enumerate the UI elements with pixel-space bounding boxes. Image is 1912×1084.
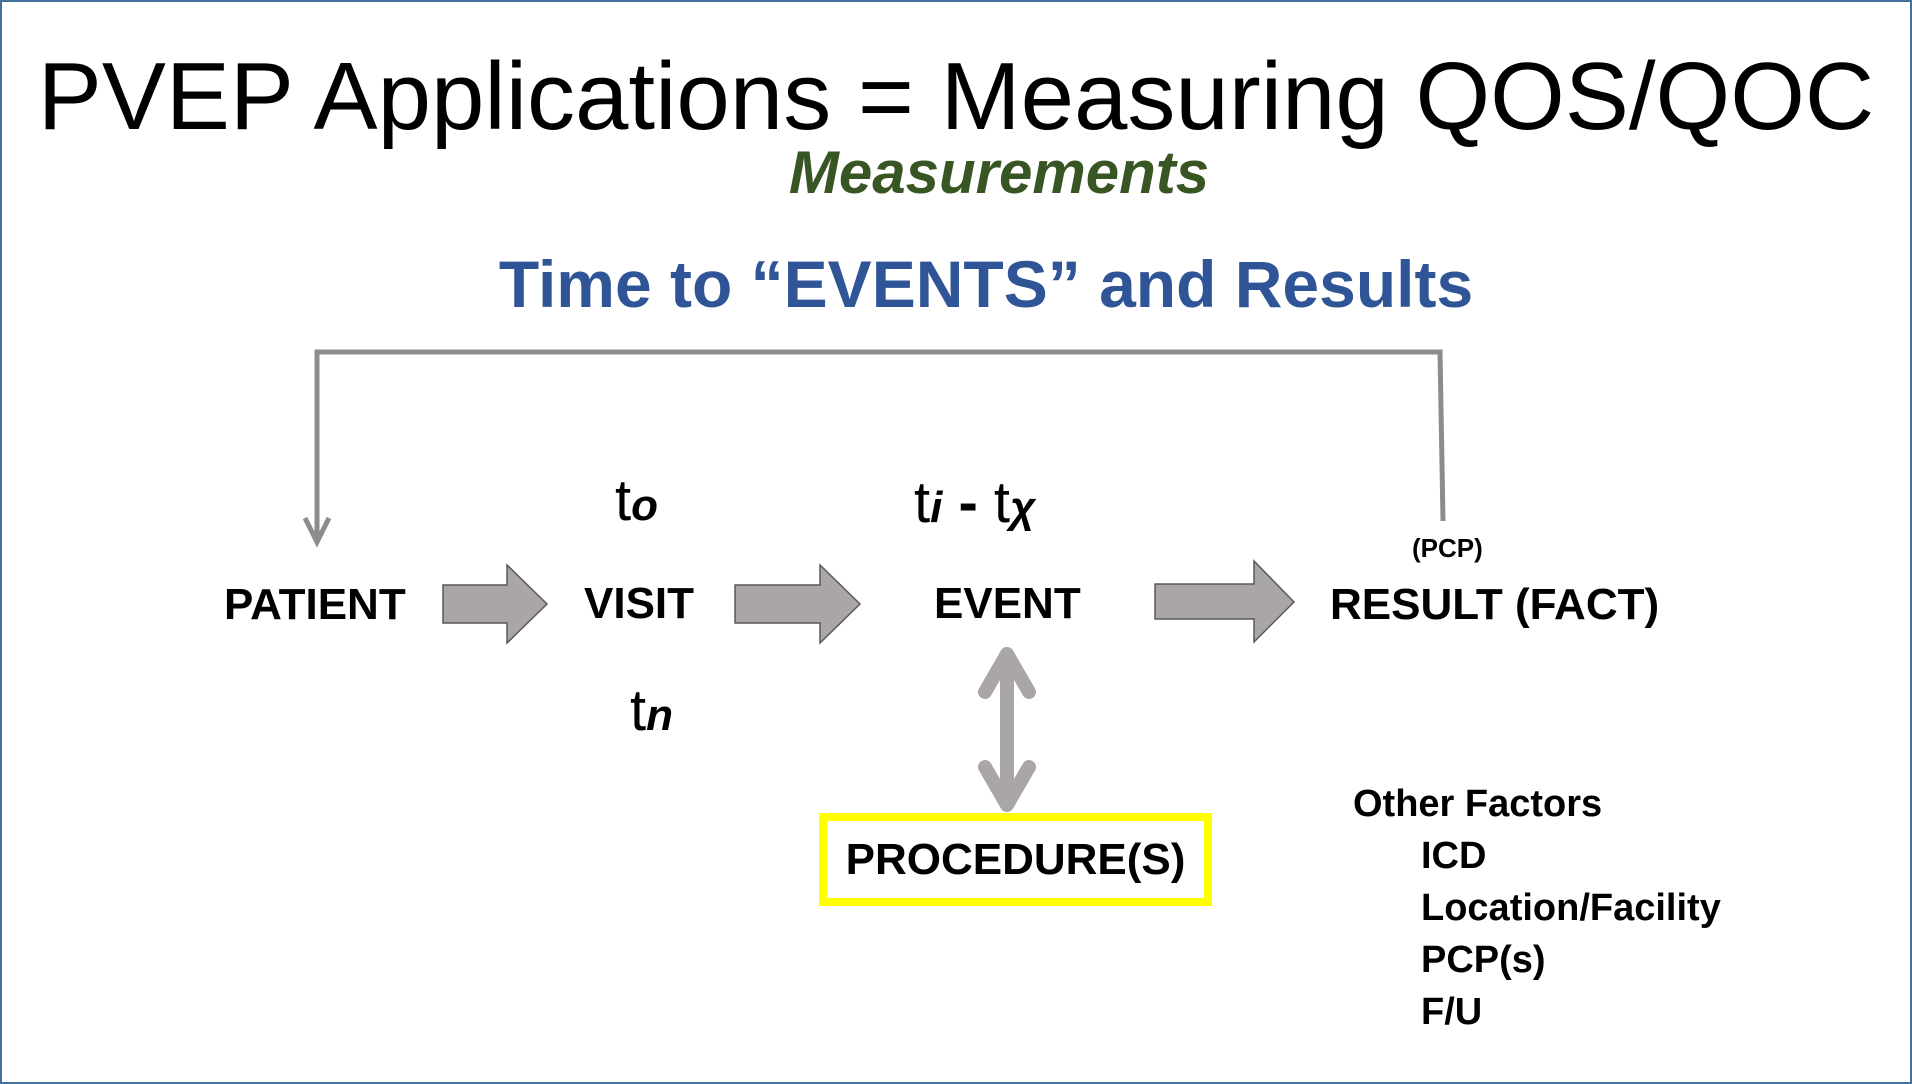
other-factors-heading: Other Factors bbox=[1353, 783, 1603, 825]
slide-title: PVEP Applications = Measuring QOS/QOC bbox=[37, 43, 1875, 150]
diagram-heading: Time to “EVENTS” and Results bbox=[498, 247, 1474, 321]
factor-item: Location/Facility bbox=[1421, 887, 1721, 929]
node-visit: VISIT bbox=[584, 579, 695, 628]
t-i-base: t bbox=[914, 470, 931, 535]
label-t-zero: to bbox=[615, 468, 658, 539]
arrow-visit-to-event bbox=[734, 563, 862, 645]
other-factors: Other Factors ICD Location/Facility PCP(… bbox=[1353, 778, 1721, 1038]
result-pcp-note: (PCP) bbox=[1412, 533, 1483, 563]
t-n-base: t bbox=[630, 678, 647, 743]
t-chi-base: t bbox=[993, 470, 1011, 535]
arrow-event-to-result bbox=[1154, 559, 1296, 644]
feedback-loop-line bbox=[314, 349, 1446, 540]
feedback-loop-arrowhead bbox=[302, 516, 332, 548]
t-i-subscript: i bbox=[930, 483, 943, 532]
double-arrow-bottom-head bbox=[978, 760, 1036, 812]
t-zero-base: t bbox=[615, 468, 632, 533]
factor-item: F/U bbox=[1421, 991, 1483, 1033]
arrow-patient-to-visit bbox=[442, 563, 549, 645]
t-chi-subscript: χ bbox=[1010, 483, 1036, 532]
label-t-n: tn bbox=[630, 678, 673, 749]
slide-subtitle: Measurements bbox=[788, 139, 1210, 206]
t-dash: - bbox=[942, 470, 994, 535]
node-result: RESULT (FACT) bbox=[1330, 580, 1660, 629]
double-arrow-top-head bbox=[978, 647, 1036, 699]
procedure-box: PROCEDURE(S) bbox=[819, 813, 1212, 906]
factor-item: PCP(s) bbox=[1421, 939, 1546, 981]
node-procedure: PROCEDURE(S) bbox=[845, 834, 1186, 884]
node-patient: PATIENT bbox=[224, 580, 406, 629]
factor-item: ICD bbox=[1421, 835, 1487, 877]
node-event: EVENT bbox=[934, 579, 1081, 628]
t-n-subscript: n bbox=[646, 691, 674, 740]
label-t-i-minus-t-chi: ti - tχ bbox=[914, 470, 1035, 541]
t-zero-subscript: o bbox=[631, 481, 659, 530]
